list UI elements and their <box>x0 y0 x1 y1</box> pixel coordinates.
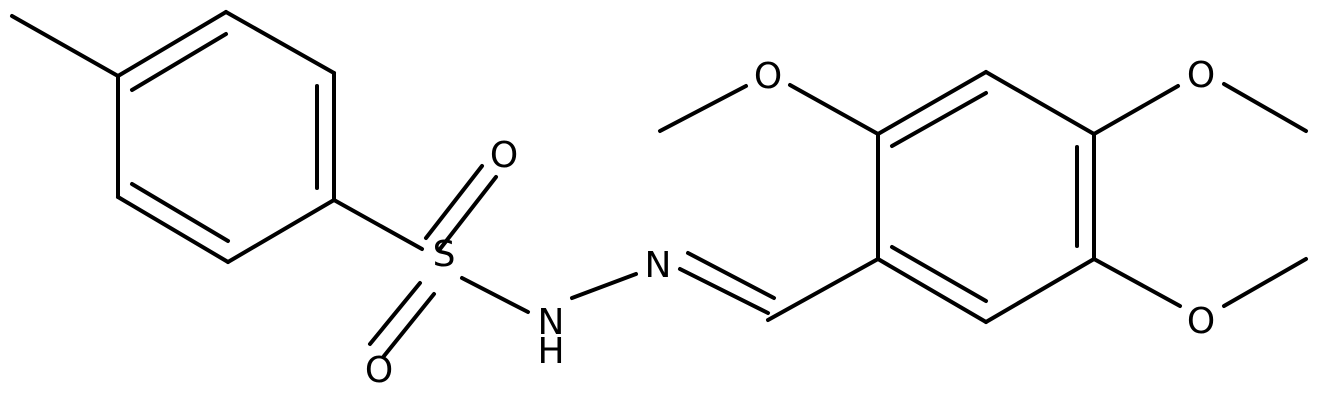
bond-ring-sulfur <box>332 198 424 251</box>
bond-ring2-f <box>876 257 988 324</box>
bond-s-n <box>460 276 530 314</box>
bond-ring2-f-inner <box>890 245 988 303</box>
tolyl-group <box>10 10 336 264</box>
bond-ring-a <box>116 10 228 78</box>
bond-ring-e-inner <box>130 182 230 243</box>
bond-s-o-top-1 <box>424 164 484 240</box>
sulfur-atom-label: S <box>433 234 456 275</box>
bond-ring-o4 <box>1092 84 1180 136</box>
sulfonyl-oxygen-top-label: O <box>490 135 518 176</box>
methoxy-5-oxygen-label: O <box>1187 301 1215 342</box>
bond-o5-methyl <box>1222 257 1308 308</box>
hydrogen-amide-label: H <box>537 331 564 372</box>
bond-s-o-top-2 <box>438 175 498 251</box>
nitrogen-imine-label: N <box>645 245 672 286</box>
methoxy-2-oxygen-label: O <box>754 56 782 97</box>
bond-o2-methyl <box>658 84 748 133</box>
bond-ring2-e <box>984 257 1096 324</box>
bond-n-ch-1 <box>678 267 770 315</box>
hydrazone-linkage: N H N <box>537 245 880 372</box>
bond-ring2-c <box>984 70 1096 136</box>
bond-s-o-bottom-1 <box>368 281 422 346</box>
bond-ring-o2 <box>788 83 880 136</box>
bond-methyl-ring <box>10 14 120 78</box>
trimethoxyphenyl-ring <box>876 70 1096 324</box>
bond-ring-o5 <box>1092 257 1182 308</box>
bond-ch-ring <box>766 257 880 322</box>
methoxy-2: O <box>658 56 880 136</box>
nitrogen-amide-label: N <box>538 302 565 343</box>
bond-ring-e <box>116 195 230 264</box>
bond-o4-methyl <box>1222 82 1308 133</box>
sulfonyl-group: S O O <box>332 135 530 391</box>
bond-ring-d <box>226 198 336 264</box>
bond-n-n <box>570 272 638 300</box>
bond-s-o-bottom-2 <box>382 292 436 358</box>
bond-ring-b <box>224 10 336 75</box>
sulfonyl-oxygen-bottom-label: O <box>365 350 393 391</box>
methoxy-4: O <box>1092 55 1308 136</box>
bond-n-ch-2 <box>686 251 776 300</box>
bond-ring-a-inner <box>130 32 228 92</box>
methoxy-5: O <box>1092 257 1308 342</box>
bond-ring2-b <box>876 70 988 136</box>
bond-ring2-b-inner <box>890 91 988 148</box>
methoxy-4-oxygen-label: O <box>1187 55 1215 96</box>
